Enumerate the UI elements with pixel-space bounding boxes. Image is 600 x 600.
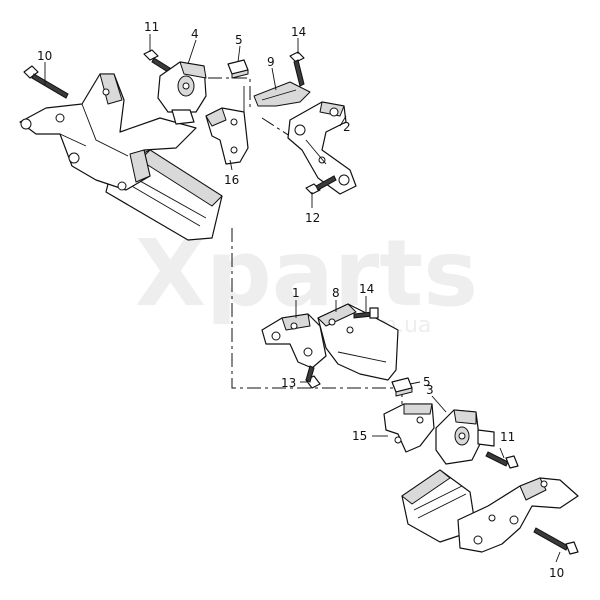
callout-10-bottom: 10 bbox=[549, 566, 564, 580]
engine-mount-4 bbox=[157, 61, 207, 125]
heat-shield-9 bbox=[253, 81, 311, 107]
bracket-16 bbox=[205, 86, 249, 165]
callout-5-bottom: 5 bbox=[423, 375, 431, 389]
bolt-14-bottom bbox=[353, 307, 379, 319]
bolt-14-top bbox=[289, 51, 305, 87]
callout-3: 3 bbox=[426, 383, 434, 397]
lower-subframe bbox=[401, 469, 579, 553]
callout-12: 12 bbox=[305, 211, 320, 225]
callout-labels: 10 11 4 5 14 9 2 16 12 1 8 14 13 5 3 15 … bbox=[37, 20, 564, 580]
cap-5-top bbox=[227, 59, 249, 79]
heat-shield-8 bbox=[317, 303, 399, 381]
bolt-12 bbox=[305, 175, 337, 195]
callout-4: 4 bbox=[191, 27, 199, 41]
callout-14-top: 14 bbox=[291, 25, 306, 39]
callout-1: 1 bbox=[292, 286, 300, 300]
bolt-10-top bbox=[23, 65, 69, 99]
callout-11-bottom: 11 bbox=[500, 430, 515, 444]
support-bracket-2 bbox=[287, 101, 357, 195]
bolt-11-top bbox=[143, 49, 171, 73]
callout-2: 2 bbox=[343, 120, 351, 134]
callout-5-top: 5 bbox=[235, 33, 243, 47]
callout-15: 15 bbox=[352, 429, 367, 443]
callout-9: 9 bbox=[267, 55, 275, 69]
callout-10-top: 10 bbox=[37, 49, 52, 63]
callout-leaders bbox=[44, 34, 561, 563]
cap-5-bottom bbox=[391, 377, 413, 397]
bolt-13 bbox=[305, 365, 321, 389]
callout-14-bottom: 14 bbox=[359, 282, 374, 296]
upper-subframe bbox=[19, 73, 223, 241]
callout-8: 8 bbox=[332, 286, 340, 300]
callout-16: 16 bbox=[224, 173, 239, 187]
engine-mount-3 bbox=[435, 409, 495, 465]
bolt-11-bottom bbox=[485, 451, 519, 469]
bolt-10-bottom bbox=[533, 527, 579, 555]
callout-11-top: 11 bbox=[144, 20, 159, 34]
bracket-1 bbox=[261, 313, 327, 369]
callout-13: 13 bbox=[281, 376, 296, 390]
bracket-15 bbox=[383, 403, 435, 453]
